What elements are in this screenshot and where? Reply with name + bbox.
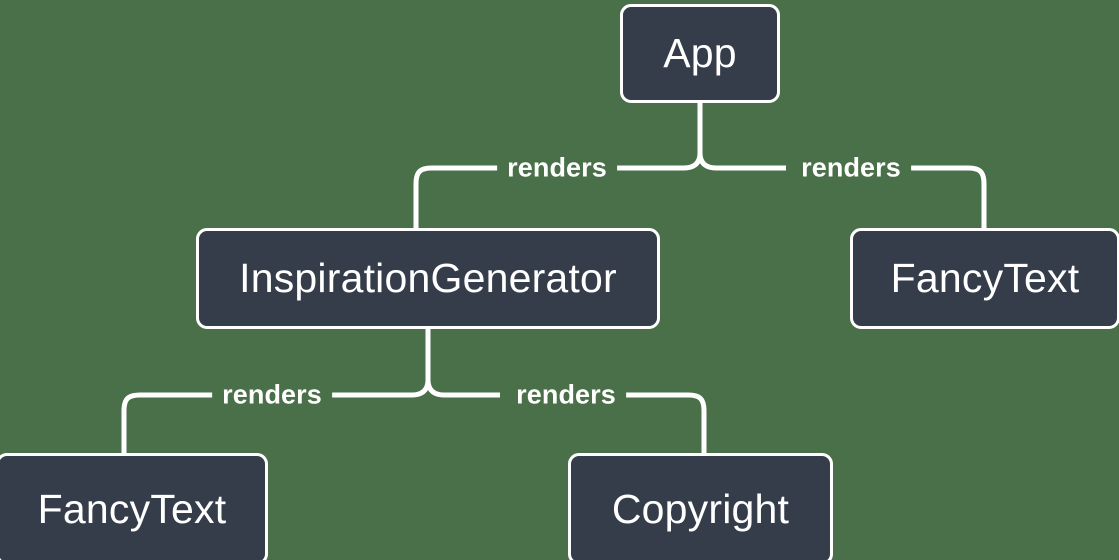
edge-app-branch-left [614,152,703,171]
node-app-label: App [663,30,737,76]
node-inspiration-generator[interactable]: InspirationGenerator [196,228,660,329]
edge-inspirationgenerator-branch-right [425,379,500,398]
edge-app-branch-right [697,152,786,171]
node-fancy-text-bottom[interactable]: FancyText [0,453,268,560]
edge-inspirationgenerator-to-fancytext-bottom [121,392,215,453]
node-fancy-text-right-label: FancyText [890,255,1080,301]
edge-inspirationgenerator-branch-left [330,379,431,398]
node-fancy-text-bottom-label: FancyText [37,485,227,532]
edge-label-app-to-inspiration-generator: renders [497,154,617,182]
node-copyright[interactable]: Copyright [568,453,833,560]
edge-app-to-fancytext [908,165,987,228]
edge-label-inspiration-generator-to-fancy-text-bottom: renders [212,381,332,409]
edge-inspirationgenerator-to-copyright [623,392,707,453]
node-copyright-label: Copyright [611,485,790,532]
node-inspiration-generator-label: InspirationGenerator [239,255,617,301]
edge-label-app-to-fancy-text-right: renders [791,154,911,182]
edge-app-to-inspirationgenerator [413,165,500,228]
node-app[interactable]: App [620,4,780,103]
edge-label-inspiration-generator-to-copyright: renders [506,381,626,409]
node-fancy-text-right[interactable]: FancyText [850,228,1119,329]
